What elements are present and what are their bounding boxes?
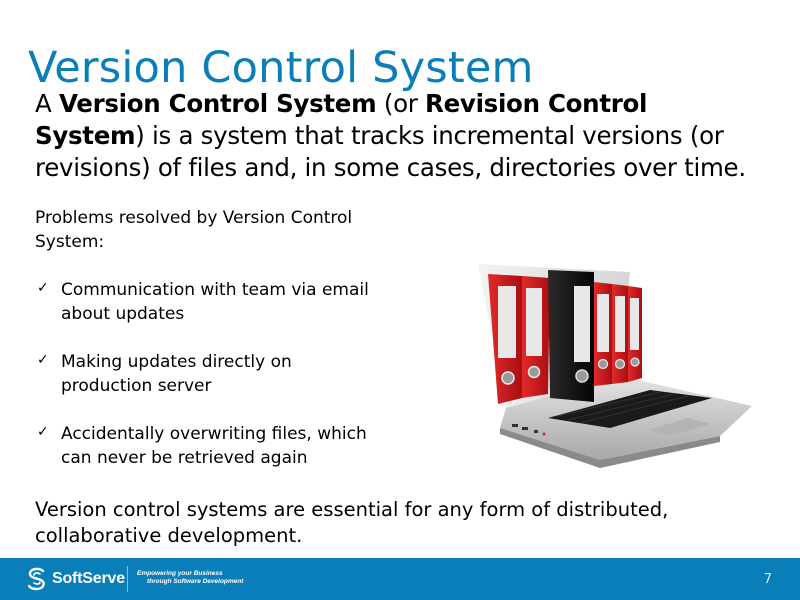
intro-segment: ) is a system that tracks incremental ve…: [35, 121, 746, 182]
intro-term-vcs: Version Control System: [58, 89, 377, 118]
tagline-line-1: Empowering your Business: [137, 570, 223, 577]
slide-title: Version Control System: [28, 42, 534, 93]
laptop-binders-image: [478, 264, 752, 468]
softserve-s-icon: [27, 567, 45, 591]
intro-paragraph: A Version Control System (or Revision Co…: [35, 88, 755, 184]
brand-tagline: Empowering your Business through Softwar…: [137, 570, 243, 586]
problems-heading: Problems resolved by Version Control Sys…: [35, 208, 353, 252]
problem-list: ✓ Communication with team via email abou…: [35, 278, 375, 494]
conclusion-text: Version control systems are essential fo…: [35, 498, 669, 547]
problem-item: ✓ Accidentally overwriting files, which …: [35, 422, 375, 470]
intro-segment: (or: [376, 89, 426, 118]
checkmark-icon: ✓: [37, 424, 49, 440]
intro-term-rcs: Revision Control System: [35, 89, 648, 150]
problem-text: Making updates directly on production se…: [61, 352, 292, 396]
intro-segment: A: [35, 89, 59, 118]
problem-text: Communication with team via email about …: [61, 280, 369, 324]
page-number: 7: [763, 572, 772, 587]
problem-item: ✓ Making updates directly on production …: [35, 350, 375, 398]
footer-bar: SoftServe Empowering your Business throu…: [0, 558, 800, 600]
checkmark-icon: ✓: [37, 280, 49, 296]
footer-divider: [127, 566, 128, 592]
tagline-line-2: through Software Development: [147, 578, 244, 585]
laptop-binders-illustration: [470, 258, 760, 468]
checkmark-icon: ✓: [37, 352, 49, 368]
softserve-logo: SoftServe: [26, 567, 125, 591]
brand-name: SoftServe: [52, 570, 125, 587]
problem-text: Accidentally overwriting files, which ca…: [61, 424, 367, 468]
problem-item: ✓ Communication with team via email abou…: [35, 278, 375, 326]
